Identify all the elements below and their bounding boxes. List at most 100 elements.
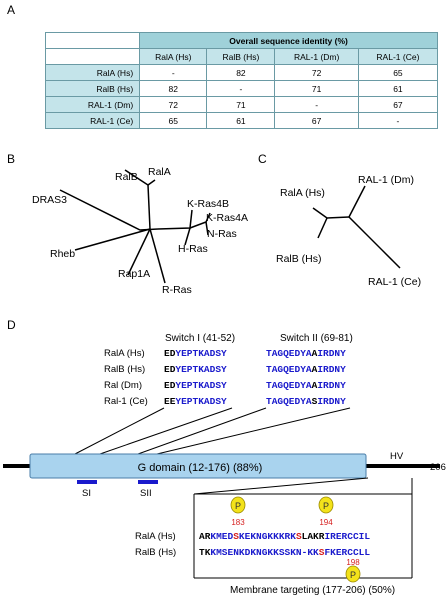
length-label: 206 xyxy=(430,462,446,473)
site-183-label: 183 xyxy=(231,518,245,527)
tree-branch-hras xyxy=(184,227,191,246)
sii-marker xyxy=(138,480,158,484)
hv-label: HV xyxy=(390,451,404,462)
row-header: RAL-1 (Ce) xyxy=(44,112,141,129)
site-194-label: 194 xyxy=(319,518,333,527)
switch2-variable-residue: A xyxy=(312,364,318,375)
svg-text:TAGQEDYAAIRDNY: TAGQEDYAAIRDNY xyxy=(266,364,346,375)
switch2-variable-residue: A xyxy=(312,380,318,391)
tree-label-ralb-hs: RalB (Hs) xyxy=(276,253,322,265)
ras-family-tree xyxy=(59,169,211,284)
sii-label: SII xyxy=(140,488,152,499)
table-cell: - xyxy=(357,112,439,129)
table-cell: 67 xyxy=(274,112,359,129)
phospho-p-label: P xyxy=(323,501,329,511)
table-cell: 65 xyxy=(357,64,439,81)
phospho-site-183-icon xyxy=(230,496,246,514)
column-header: RAL-1 (Ce) xyxy=(357,48,439,65)
switch-row-label: RalB (Hs) xyxy=(104,364,145,375)
tree-label-ral1-ce: RAL-1 (Ce) xyxy=(368,276,421,288)
tree-label-rheb: Rheb xyxy=(50,248,75,260)
tree-branch-rala xyxy=(147,179,156,186)
tree-branch-rras xyxy=(149,228,166,284)
switch1-residues-dark: ED xyxy=(164,348,176,359)
tree-branch-rheb xyxy=(74,228,151,251)
sequence-identity-table: Overall sequence identity (%) RalA (Hs) … xyxy=(44,32,439,129)
phospho-residue: S xyxy=(319,547,325,558)
switch2-variable-residue: A xyxy=(312,348,318,359)
switch1-residues-dark: ED xyxy=(164,380,176,391)
tree-label-kras4b: K-Ras4B xyxy=(187,198,229,210)
row-header: RalA (Hs) xyxy=(44,64,141,81)
switch1-residues: YEPTKADSY xyxy=(175,348,227,359)
tree-label-rala-hs: RalA (Hs) xyxy=(280,187,325,199)
phospho-p-label: P xyxy=(235,501,241,511)
switch2-residues: TAGQEDYA xyxy=(266,364,312,375)
switch-alignment: RalA (Hs) EDYEPTKADSY TAGQEDYAAIRDNY Ral… xyxy=(104,348,346,407)
svg-text:TAGQEDYAAIRDNY: TAGQEDYAAIRDNY xyxy=(266,348,346,359)
tree-label-rras: R-Ras xyxy=(162,284,192,296)
tail-residues: TK xyxy=(199,547,211,558)
phospho-residue: S xyxy=(233,531,239,542)
switch2-title: Switch II (69-81) xyxy=(280,333,353,344)
switch2-residues: IRDNY xyxy=(317,380,346,391)
tail-residues: KMSENKDKNGKKSSKN-KK xyxy=(210,547,319,558)
phospho-residue: S xyxy=(296,531,302,542)
phospho-site-194-icon xyxy=(318,496,334,514)
tail-row-label: RalB (Hs) xyxy=(135,547,176,558)
table-row: RAL-1 (Ce) 65 61 67 - xyxy=(44,112,439,129)
tail-residues: KEKNGKKKRK xyxy=(239,531,296,542)
svg-text:EEYEPTKADSY: EEYEPTKADSY xyxy=(164,396,227,407)
phospho-p-label: P xyxy=(350,570,356,580)
tail-residues: AR xyxy=(199,531,211,542)
site-198-label: 198 xyxy=(346,558,360,567)
tree-label-rala: RalA xyxy=(148,166,171,178)
panel-label-a: A xyxy=(7,3,16,17)
row-header: RAL-1 (Dm) xyxy=(44,96,141,113)
g-domain-label: G domain (12-176) (88%) xyxy=(138,462,263,474)
switch1-title: Switch I (41-52) xyxy=(165,333,235,344)
switch1-residues: YEPTKADSY xyxy=(175,364,227,375)
panel-label-c: C xyxy=(258,152,267,166)
switch1-residues: YEPTKADSY xyxy=(175,396,227,407)
tail-alignment: RalA (Hs) ARKMEDSKEKNGKKKRKSLAKRIRERCCIL… xyxy=(135,531,370,558)
tail-row-label: RalA (Hs) xyxy=(135,531,176,542)
switch2-residues: IRDNY xyxy=(317,396,346,407)
switch-row-label: Ral-1 (Ce) xyxy=(104,396,148,407)
table-cell: - xyxy=(274,96,359,113)
ral-tree xyxy=(312,185,401,269)
table-cell: 71 xyxy=(274,80,359,97)
column-header: RalA (Hs) xyxy=(139,48,208,65)
tree-branch-ral1-dm xyxy=(348,185,366,218)
tree-branch-ralb-hs xyxy=(317,217,328,239)
tree-label-ralb: RalB xyxy=(115,171,138,183)
membrane-bracket xyxy=(193,477,413,579)
table-cell: - xyxy=(206,80,276,97)
svg-text:EDYEPTKADSY: EDYEPTKADSY xyxy=(164,348,227,359)
svg-text:EDYEPTKADSY: EDYEPTKADSY xyxy=(164,380,227,391)
switch2-residues: IRDNY xyxy=(317,364,346,375)
tree-branch-nras xyxy=(205,221,209,236)
switch-row-label: RalA (Hs) xyxy=(104,348,145,359)
tail-residues: KMED xyxy=(210,531,233,542)
svg-text:TAGQEDYAAIRDNY: TAGQEDYAAIRDNY xyxy=(266,380,346,391)
switch2-variable-residue: S xyxy=(312,396,318,407)
panel-label-b: B xyxy=(7,152,16,166)
svg-text:TKKMSENKDKNGKKSSKN-KKSFKERCCLL: TKKMSENKDKNGKKSSKN-KKSFKERCCLL xyxy=(199,547,370,558)
table-cell: - xyxy=(139,64,208,81)
table-cell: 61 xyxy=(357,80,439,97)
switch2-residues: IRDNY xyxy=(317,348,346,359)
switch-connectors xyxy=(74,407,351,455)
table-row: RalB (Hs) 82 - 71 61 xyxy=(44,80,439,97)
svg-text:ARKMEDSKEKNGKKKRKSLAKRIRERCCIL: ARKMEDSKEKNGKKKRKSLAKRIRERCCIL xyxy=(199,531,370,542)
table-cell: 67 xyxy=(357,96,439,113)
table-cell: 72 xyxy=(274,64,359,81)
tree-branch-rap1a xyxy=(127,228,151,276)
si-marker xyxy=(77,480,97,484)
tree-label-hras: H-Ras xyxy=(178,243,208,255)
tail-residues: FKERCCLL xyxy=(324,547,370,558)
switch2-residues: TAGQEDYA xyxy=(266,380,312,391)
switch2-residues: TAGQEDYA xyxy=(266,348,312,359)
tree-label-nras: N-Ras xyxy=(207,228,237,240)
